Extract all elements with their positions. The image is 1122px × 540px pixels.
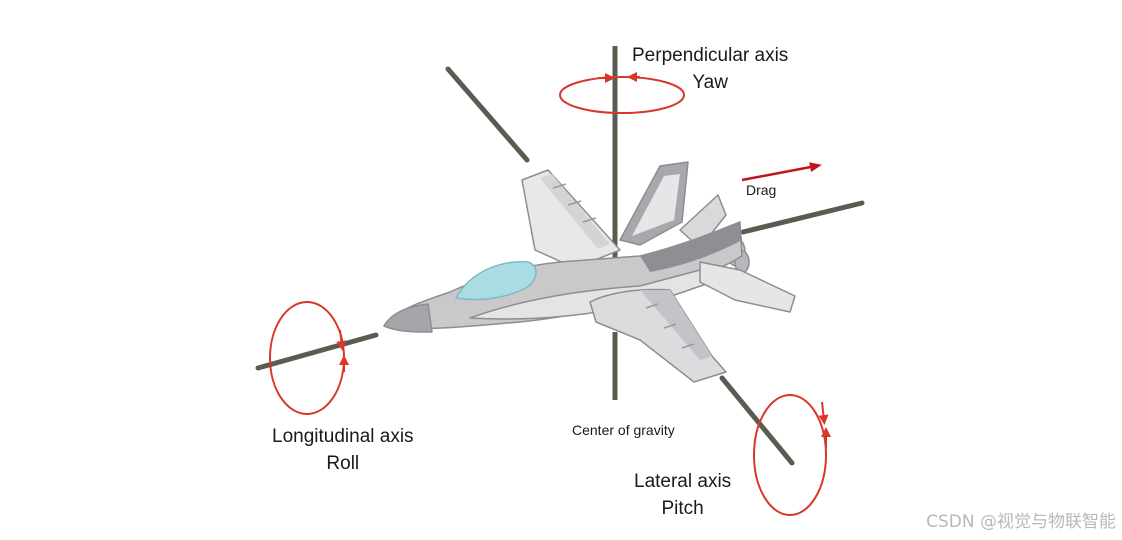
watermark: CSDN @视觉与物联智能 — [926, 512, 1116, 532]
perpendicular-axis-text: Perpendicular axis — [632, 45, 789, 66]
yaw-text: Yaw — [692, 72, 728, 93]
roll-rotation-arrow — [269, 301, 349, 415]
fighter-jet — [383, 161, 796, 383]
lateral-axis-text: Lateral axis — [634, 471, 732, 492]
longitudinal-axis-front — [255, 332, 379, 371]
center-of-gravity-label: Center of gravity — [572, 422, 675, 438]
yaw-rotation-arrow — [559, 72, 685, 114]
drag-arrow — [741, 162, 822, 182]
pitch-rotation-arrow — [753, 394, 831, 516]
roll-text: Roll — [326, 453, 360, 474]
pitch-text: Pitch — [661, 498, 704, 519]
yaw-label: Perpendicular axis Yaw — [632, 42, 788, 96]
longitudinal-axis-back — [740, 200, 865, 235]
lateral-axis-front — [719, 375, 795, 466]
lateral-axis-back — [445, 66, 530, 163]
longitudinal-axis-text: Longitudinal axis — [272, 426, 414, 447]
drag-label: Drag — [746, 182, 777, 198]
roll-label: Longitudinal axis Roll — [272, 423, 414, 477]
pitch-label: Lateral axis Pitch — [634, 468, 731, 522]
